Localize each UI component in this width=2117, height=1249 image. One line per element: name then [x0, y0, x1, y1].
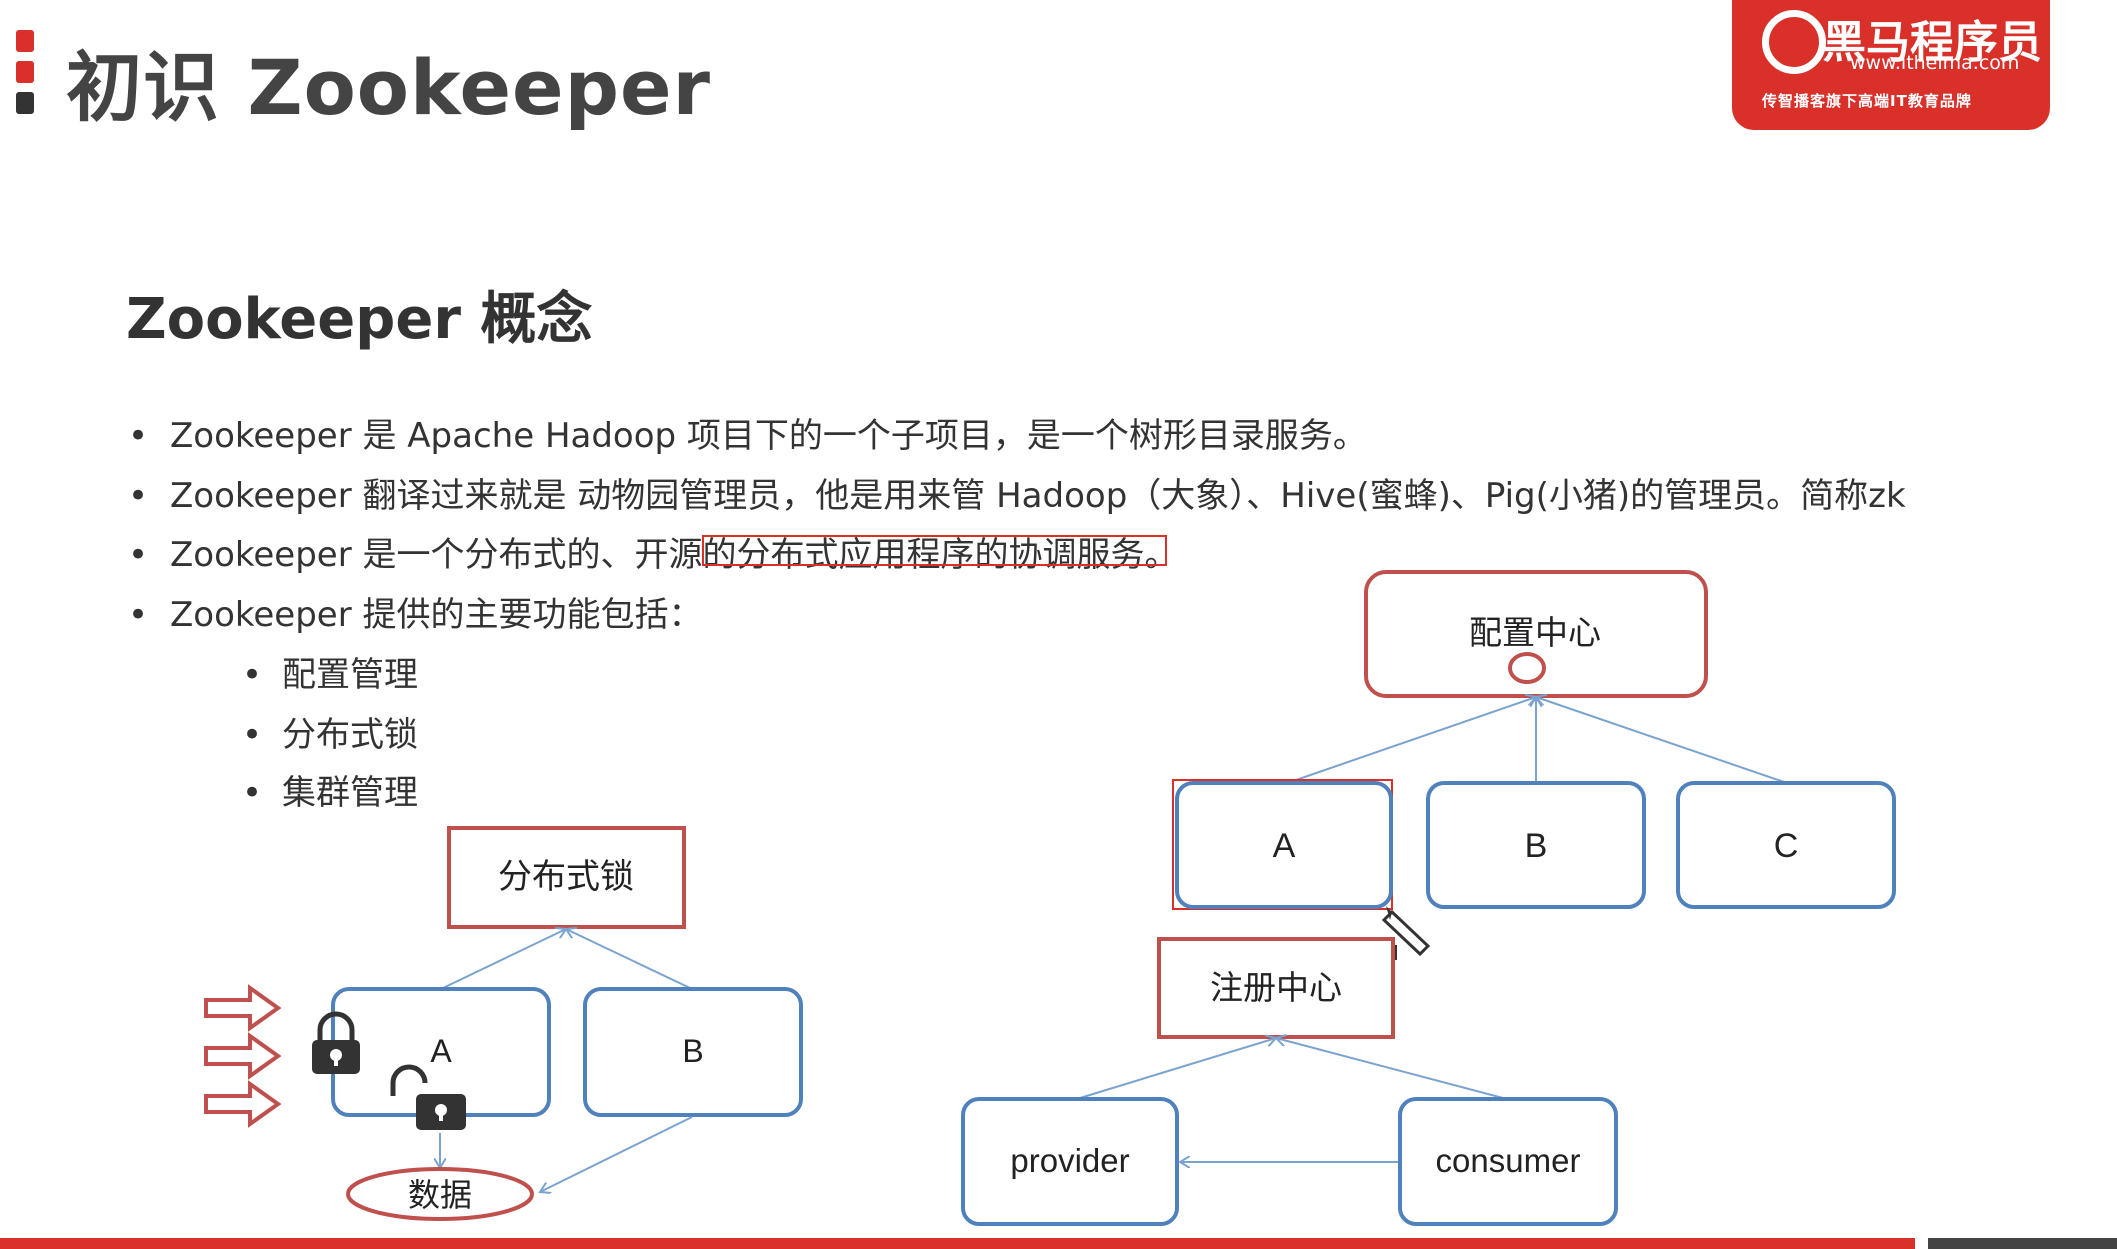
bullet-dot: • — [128, 416, 149, 456]
highlight-box — [702, 535, 1167, 566]
footer-bar-dark — [1928, 1238, 2117, 1249]
config-diagram: 配置中心 A B C — [1172, 570, 1896, 960]
bullet-dot: • — [128, 476, 149, 516]
bullet-dot: • — [128, 535, 149, 575]
section-title: Zookeeper 概念 — [126, 287, 593, 352]
bullet-item: • Zookeeper 提供的主要功能包括： — [128, 593, 703, 637]
bullet-dot: • — [242, 773, 263, 813]
bullet-text: Zookeeper 翻译过来就是 动物园管理员，他是用来管 Hadoop（大象）… — [170, 476, 1906, 516]
consumer-to-registry-link — [1276, 1038, 1504, 1099]
lock-link-b — [566, 929, 691, 989]
sub-bullet-item: • 分布式锁 — [242, 713, 418, 757]
lock-node-a-label: A — [430, 1033, 452, 1069]
logo-emblem-icon — [1762, 10, 1826, 74]
brand-logo: 黑马程序员 www.itheima.com 传智播客旗下高端IT教育品牌 — [1732, 0, 2050, 130]
provider-to-registry-link — [1079, 1038, 1276, 1099]
logo-brand-text: 黑马程序员 — [1822, 17, 2042, 68]
lock-title-text: 分布式锁 — [498, 858, 634, 896]
bullet-text: Zookeeper 提供的主要功能包括： — [170, 595, 703, 635]
data-label: 数据 — [408, 1177, 472, 1213]
provider-box — [961, 1097, 1179, 1226]
provider-label: provider — [1010, 1142, 1129, 1179]
registry-label: 注册中心 — [1210, 969, 1342, 1006]
request-arrows-icon — [204, 984, 282, 1128]
config-node-c-label: C — [1774, 827, 1799, 865]
bullet-item: • Zookeeper 是一个分布式的、开源的分布式应用程序的协调服务。 — [128, 533, 1179, 577]
footer-bar — [0, 1238, 1915, 1249]
bullet-dot: • — [242, 715, 263, 755]
consumer-label: consumer — [1436, 1142, 1581, 1179]
sub-bullet-text: 分布式锁 — [282, 715, 418, 755]
config-link-c — [1536, 697, 1785, 783]
logo-tagline: 传智播客旗下高端IT教育品牌 — [1762, 92, 1972, 110]
registry-box — [1157, 937, 1395, 1039]
config-node-a — [1175, 781, 1393, 909]
unlocked-padlock-icon — [390, 1064, 466, 1130]
config-node-a-label: A — [1273, 827, 1296, 865]
bullet-dot: • — [242, 655, 263, 695]
config-node-c — [1676, 781, 1896, 909]
data-ellipse — [346, 1167, 534, 1221]
lock-b-to-data-link — [540, 1116, 693, 1192]
consumer-box — [1398, 1097, 1618, 1226]
config-node-marker — [1508, 652, 1546, 684]
sub-bullet-item: • 配置管理 — [242, 653, 418, 697]
registry-diagram: 注册中心 provider consumer — [961, 937, 1618, 1226]
config-node-b — [1426, 781, 1646, 909]
sub-bullet-text: 集群管理 — [282, 773, 418, 813]
sub-bullet-text: 配置管理 — [282, 655, 418, 695]
lock-node-b — [583, 987, 803, 1117]
locked-padlock-icon — [312, 1011, 360, 1074]
lock-diagram: 分布式锁 A B 数据 — [204, 826, 803, 1221]
lock-title-box — [447, 826, 686, 929]
config-node-b-label: B — [1525, 827, 1548, 865]
sub-bullet-item: • 集群管理 — [242, 771, 418, 815]
bullet-item: • Zookeeper 是 Apache Hadoop 项目下的一个子项目，是一… — [128, 414, 1367, 458]
config-link-a — [1295, 697, 1536, 781]
bullet-dot: • — [128, 595, 149, 635]
config-center-label: 配置中心 — [1469, 614, 1601, 651]
lock-link-a — [442, 929, 566, 989]
bullet-text: Zookeeper 是一个分布式的、开源的分布式应用程序的协调服务。 — [170, 535, 1179, 575]
bullet-item: • Zookeeper 翻译过来就是 动物园管理员，他是用来管 Hadoop（大… — [128, 474, 1906, 518]
lock-node-b-label: B — [682, 1033, 703, 1069]
page-title: 初识 Zookeeper — [66, 43, 712, 132]
title-accent-bar — [16, 30, 36, 114]
bullet-text: Zookeeper 是 Apache Hadoop 项目下的一个子项目，是一个树… — [170, 416, 1367, 456]
logo-url: www.itheima.com — [1850, 52, 2020, 74]
